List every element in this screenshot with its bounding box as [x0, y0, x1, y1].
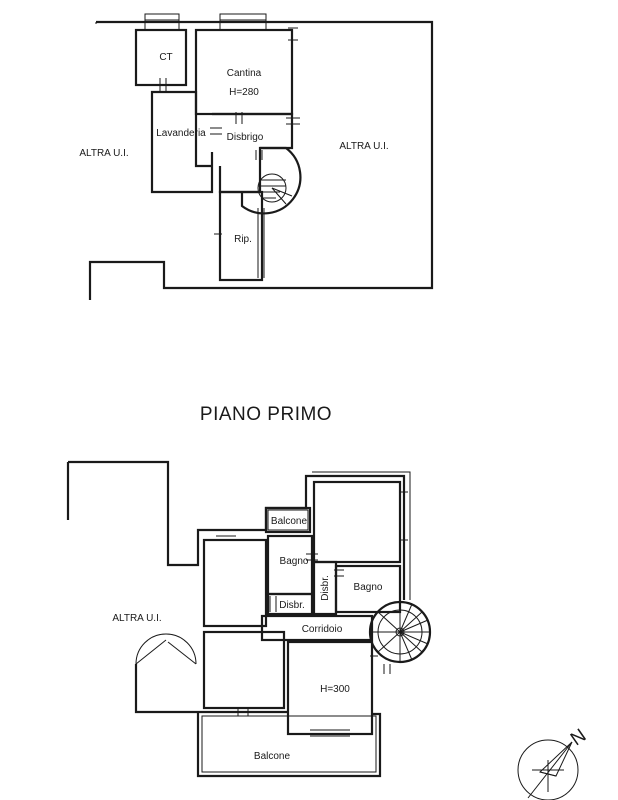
label-height-300: H=300: [320, 684, 350, 695]
cantina-window: [219, 13, 267, 31]
label-altra-ui-first: ALTRA U.I.: [112, 613, 161, 624]
label-disbr-left: Disbr.: [279, 600, 305, 611]
label-bagno-left: Bagno: [280, 556, 309, 567]
first-left-arc: [135, 633, 197, 665]
room-h300: [286, 640, 374, 736]
room-corridoio: [260, 614, 374, 642]
ct-window: [144, 13, 180, 31]
label-disbrigo: Disbrigo: [227, 132, 264, 143]
label-ct: CT: [159, 52, 172, 63]
ground-spiral-stair: [240, 146, 302, 215]
room-ripostiglio: [218, 190, 264, 282]
label-disbr-vertical: Disbr.: [320, 575, 331, 601]
label-balcone-bottom: Balcone: [254, 751, 291, 762]
room-balcone-top: [264, 506, 312, 534]
first-spiral-stair: [368, 600, 432, 674]
floor-title: PIANO PRIMO: [200, 404, 332, 425]
label-lavanderia: Lavanderia: [156, 128, 206, 139]
ground-outer-wall: [88, 20, 434, 300]
first-floor-plan: Balcone Bagno Bagno Disbr. Disbr. Corrid…: [66, 460, 432, 778]
label-cantina-height: H=280: [229, 87, 259, 98]
label-altra-ui-ground-left: ALTRA U.I.: [79, 148, 128, 159]
room-first-top-right: [312, 480, 402, 564]
ground-floor-plan: CT Cantina H=280 Lavanderia Disbrigo Rip…: [79, 13, 434, 300]
compass-north-label: N: [567, 725, 591, 750]
room-disbr-left: [266, 592, 314, 616]
north-compass: N: [517, 725, 591, 800]
label-ripostiglio: Rip.: [234, 234, 252, 245]
label-bagno-right: Bagno: [354, 582, 383, 593]
label-altra-ui-ground-right: ALTRA U.I.: [339, 141, 388, 152]
room-first-left-upper: [202, 538, 268, 628]
room-balcone-bottom: [196, 710, 382, 778]
room-bagno-right: [334, 564, 402, 614]
first-left-bottom: [134, 664, 198, 714]
room-first-left-lower: [202, 630, 286, 710]
label-balcone-top: Balcone: [271, 516, 308, 527]
room-lavanderia: [150, 90, 214, 194]
label-corridoio: Corridoio: [302, 624, 343, 635]
label-cantina: Cantina: [227, 68, 262, 79]
